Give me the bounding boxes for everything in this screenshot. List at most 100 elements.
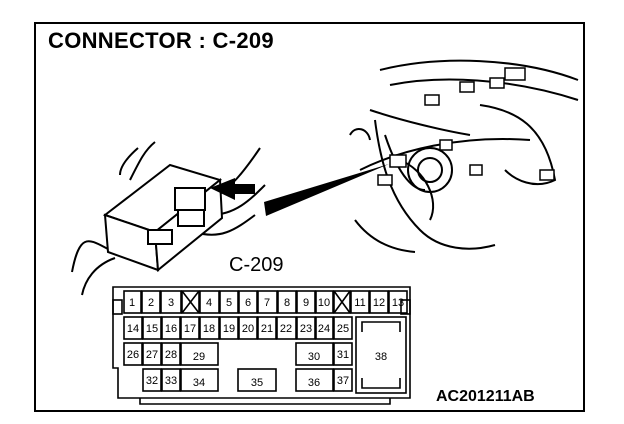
pin-label: 3 [168, 297, 174, 309]
pin-label: 27 [146, 349, 158, 361]
pin-label: 15 [146, 323, 158, 335]
pin-label: 20 [242, 323, 254, 335]
harness-wire [369, 109, 471, 136]
harness-connector [469, 164, 483, 176]
pin-cell [350, 290, 370, 314]
pin-label: 14 [127, 323, 139, 335]
harness-bundle [417, 157, 443, 183]
blank-pin-cell [333, 290, 351, 314]
wire [129, 141, 156, 181]
pin-label: 22 [280, 323, 292, 335]
pin-label: 10 [318, 297, 330, 309]
pin-label: 36 [308, 377, 320, 389]
pin-label: 35 [251, 377, 263, 389]
pin-cell [141, 290, 161, 314]
harness-connector [389, 154, 407, 168]
connector-shell [112, 286, 411, 399]
pin-cell [142, 342, 162, 366]
pin-cell [257, 316, 277, 340]
connector-socket [177, 209, 205, 227]
pin-label: 9 [303, 297, 309, 309]
connector-illustration [71, 141, 266, 296]
pin-cell [180, 342, 219, 366]
blank-pin-cell [181, 290, 200, 314]
pointer-wedge [264, 164, 389, 216]
pin-label: 1 [129, 297, 135, 309]
page-title: CONNECTOR : C-209 [48, 28, 274, 53]
shell-latch [112, 299, 123, 315]
harness-wire [399, 159, 435, 221]
pin-label: 24 [318, 323, 330, 335]
pin-cell [315, 290, 334, 314]
pin-cell [219, 290, 239, 314]
wire [119, 147, 139, 176]
pin-cell [161, 316, 181, 340]
harness-wire [359, 138, 531, 171]
pin-cell [161, 342, 181, 366]
shell-bottom-lip [139, 398, 391, 405]
pin-cell [199, 290, 220, 314]
pin-label: 26 [127, 349, 139, 361]
blank-pin-mark [333, 290, 351, 314]
pin-label: 18 [203, 323, 215, 335]
pin-cell [315, 316, 334, 340]
dashboard-outline [479, 104, 557, 186]
harness-wire [374, 119, 496, 250]
pin-cell [333, 368, 353, 392]
pin-cell [238, 290, 258, 314]
wire [81, 257, 116, 296]
harness-connector [377, 174, 393, 186]
pin-cell [388, 290, 408, 314]
pin-cell [123, 342, 143, 366]
pin-label: 25 [337, 323, 349, 335]
pin-keyway [361, 321, 401, 332]
diagram-frame [34, 22, 585, 412]
connector-socket [147, 229, 173, 245]
dashboard-illustration [349, 59, 579, 253]
pin-label: 4 [206, 297, 212, 309]
pin-label: 17 [184, 323, 196, 335]
pin-label: 30 [308, 351, 320, 363]
pin-cell [161, 368, 181, 392]
arrow-icon [210, 178, 255, 200]
dashboard-outline [379, 59, 579, 81]
pin-label: 5 [226, 297, 232, 309]
pin-label: 7 [264, 297, 270, 309]
pin-cell [238, 316, 258, 340]
pin-cell [123, 316, 143, 340]
pin-label: 33 [165, 375, 177, 387]
pin-label: 29 [193, 351, 205, 363]
harness-connector [489, 77, 505, 89]
pin-label: 32 [146, 375, 158, 387]
pin-cell [180, 368, 219, 392]
pin-cell [277, 290, 297, 314]
pin-cell [369, 290, 389, 314]
harness-connector [424, 94, 440, 106]
connector-label: C-209 [229, 254, 284, 276]
pin-keyway [361, 378, 401, 389]
pin-cell [237, 368, 277, 392]
pin-cell [333, 342, 353, 366]
pin-label: 11 [354, 297, 365, 309]
pin-cell [257, 290, 278, 314]
pin-label: 28 [165, 349, 177, 361]
pin-cell-large [355, 316, 407, 394]
blank-pin-mark [181, 290, 200, 314]
harness-connector [539, 169, 555, 181]
pin-cell [296, 290, 316, 314]
pin-label: 16 [165, 323, 177, 335]
pin-cell [199, 316, 220, 340]
harness-connector [459, 81, 475, 93]
reference-code: AC201211AB [436, 388, 535, 405]
pin-label: 38 [375, 351, 387, 363]
pin-label: 37 [337, 375, 349, 387]
pin-cell [276, 316, 297, 340]
pin-cell [219, 316, 239, 340]
pin-label: 19 [223, 323, 235, 335]
dashboard-outline [389, 78, 579, 101]
harness-connector [439, 139, 453, 151]
pin-cell [142, 368, 162, 392]
pin-label: 6 [245, 297, 251, 309]
pin-cell [295, 368, 334, 392]
